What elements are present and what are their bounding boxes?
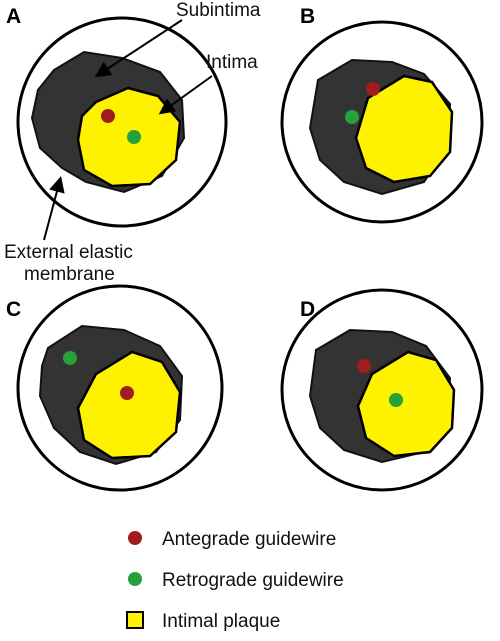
panel-label: B (300, 5, 315, 28)
antegrade-guidewire (101, 109, 115, 123)
panel-d: D (280, 288, 484, 492)
retrograde-guidewire (345, 110, 359, 124)
subintima-label: Subintima (176, 0, 261, 21)
intimal-plaque (76, 350, 182, 460)
eem-label-line2: membrane (24, 264, 115, 285)
panel-label: C (6, 298, 21, 321)
legend-item-antegrade: Antegrade guidewire (128, 529, 336, 550)
red-dot-icon (128, 531, 142, 545)
eem-arrow (43, 176, 65, 241)
retrograde-guidewire (127, 130, 141, 144)
antegrade-guidewire (357, 359, 371, 373)
legend-item-retrograde: Retrograde guidewire (128, 570, 344, 591)
legend: Antegrade guidewire Retrograde guidewire… (126, 529, 344, 632)
legend-label: Antegrade guidewire (162, 529, 336, 550)
legend-label: Retrograde guidewire (162, 570, 344, 591)
subintima-arrow (94, 19, 183, 78)
panel-label: D (300, 298, 315, 321)
antegrade-guidewire (366, 82, 380, 96)
intima-label: Intima (206, 52, 258, 73)
yellow-square-icon (126, 611, 144, 629)
retrograde-guidewire (63, 351, 77, 365)
eem-label-line1: External elastic (4, 242, 133, 263)
legend-item-plaque: Intimal plaque (126, 611, 280, 632)
legend-label: Intimal plaque (162, 611, 280, 632)
panel-a: A Subintima Intima External elastic memb… (4, 0, 261, 285)
antegrade-guidewire (120, 386, 134, 400)
intimal-plaque (356, 350, 456, 458)
panel-c: C (6, 284, 224, 492)
intimal-plaque (354, 74, 454, 184)
panel-label: A (6, 5, 21, 28)
green-dot-icon (128, 572, 142, 586)
retrograde-guidewire (389, 393, 403, 407)
panel-b: B (280, 5, 484, 224)
intima-arrow (158, 75, 213, 115)
